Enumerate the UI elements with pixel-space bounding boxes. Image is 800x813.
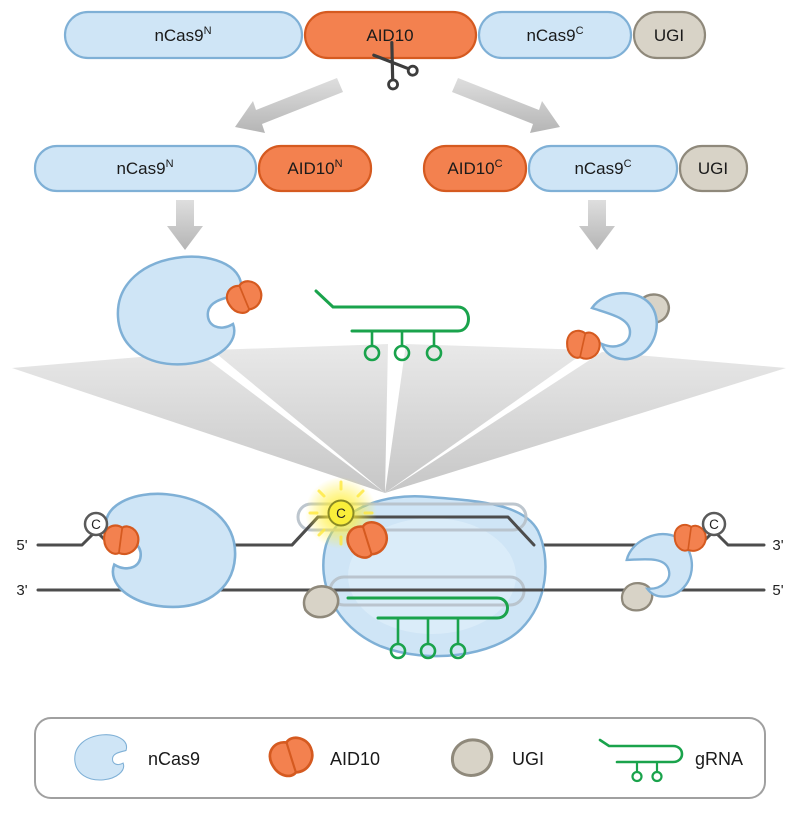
ugi-blob (302, 585, 340, 619)
down-arrow-left-icon (167, 200, 203, 250)
label-ugi: UGI (654, 26, 684, 45)
beam-right-inner (385, 344, 588, 493)
cytosine-circle-right (701, 511, 727, 537)
construct-full: nCas9N AID10 nCas9C UGI (63, 10, 707, 91)
legend-label-grna: gRNA (695, 749, 743, 769)
legend-item-ugi: UGI (450, 738, 544, 777)
box-ncas9n (63, 10, 304, 60)
label-5prime-bottom-right: 5' (772, 582, 783, 599)
cytosine-letter-right: C (709, 517, 719, 532)
split-arrow-right-icon (452, 78, 560, 133)
label-3prime-bottom-left: 3' (16, 582, 27, 599)
down-arrow-right-icon (579, 200, 615, 250)
grna-legend-icon (598, 738, 684, 783)
label-ncas9n: nCas9N (154, 25, 211, 45)
legend-box (34, 717, 766, 799)
label-ncas9c: nCas9C (526, 25, 583, 45)
label-ncas9c-half: nCas9C (574, 158, 631, 178)
label-ncas9n-half: nCas9N (116, 158, 173, 178)
ugi-legend-icon (450, 738, 494, 777)
legend: nCas9 AID10 UGI gRNA (34, 717, 766, 799)
right-editor-complex: C (620, 511, 727, 612)
box-aid10c-half (422, 144, 528, 193)
target-cytosine-letter: C (336, 506, 346, 521)
label-5prime-top-left: 5' (16, 537, 27, 554)
box-ugi-half (678, 144, 749, 193)
cytosine-letter-left: C (91, 517, 101, 532)
box-ncas9c (477, 10, 633, 60)
box-ugi (632, 10, 707, 60)
split-arrow-left-icon (235, 78, 343, 133)
target-cytosine-circle (327, 499, 355, 527)
box-aid10 (303, 10, 478, 60)
ugi-blob (620, 581, 654, 612)
grna-in-complex (346, 596, 509, 660)
legend-label-aid10: AID10 (330, 749, 380, 769)
left-editor-complex: C (83, 492, 237, 609)
aid10c-ncas9c-ugi-protein (561, 291, 670, 366)
ncas9n-blob (116, 255, 243, 366)
label-ugi-half: UGI (698, 159, 728, 178)
label-aid10: AID10 (366, 26, 413, 45)
scissors-icon (372, 40, 419, 91)
construct-right-half: AID10C nCas9C UGI (422, 144, 749, 193)
label-3prime-top-right: 3' (772, 537, 783, 554)
beam-left-outer (12, 352, 385, 493)
legend-item-grna: gRNA (598, 738, 743, 783)
legend-item-aid10: AID10 (265, 733, 380, 781)
assembled-base-editor: C (290, 477, 547, 660)
dna-channel-upper (296, 502, 528, 532)
box-aid10n-half (257, 144, 373, 193)
label-aid10c-half: AID10C (447, 158, 502, 178)
label-aid10n-half: AID10N (287, 158, 342, 178)
box-ncas9n-half (33, 144, 258, 193)
beam-right-outer (385, 352, 786, 493)
ncas9n-aid10n-protein (116, 255, 267, 366)
box-ncas9c-half (527, 144, 679, 193)
funnel-beams (12, 344, 786, 493)
ncas9c-blob (590, 291, 658, 361)
displaced-strand-segment (290, 515, 536, 547)
grna-structure (314, 289, 470, 362)
legend-label-ugi: UGI (512, 749, 544, 769)
cytosine-circle-left (83, 511, 109, 537)
legend-label-ncas9: nCas9 (148, 749, 200, 769)
construct-left-half: nCas9N AID10N (33, 144, 373, 193)
beam-left-inner (212, 344, 388, 493)
legend-item-ncas9: nCas9 (74, 734, 200, 781)
